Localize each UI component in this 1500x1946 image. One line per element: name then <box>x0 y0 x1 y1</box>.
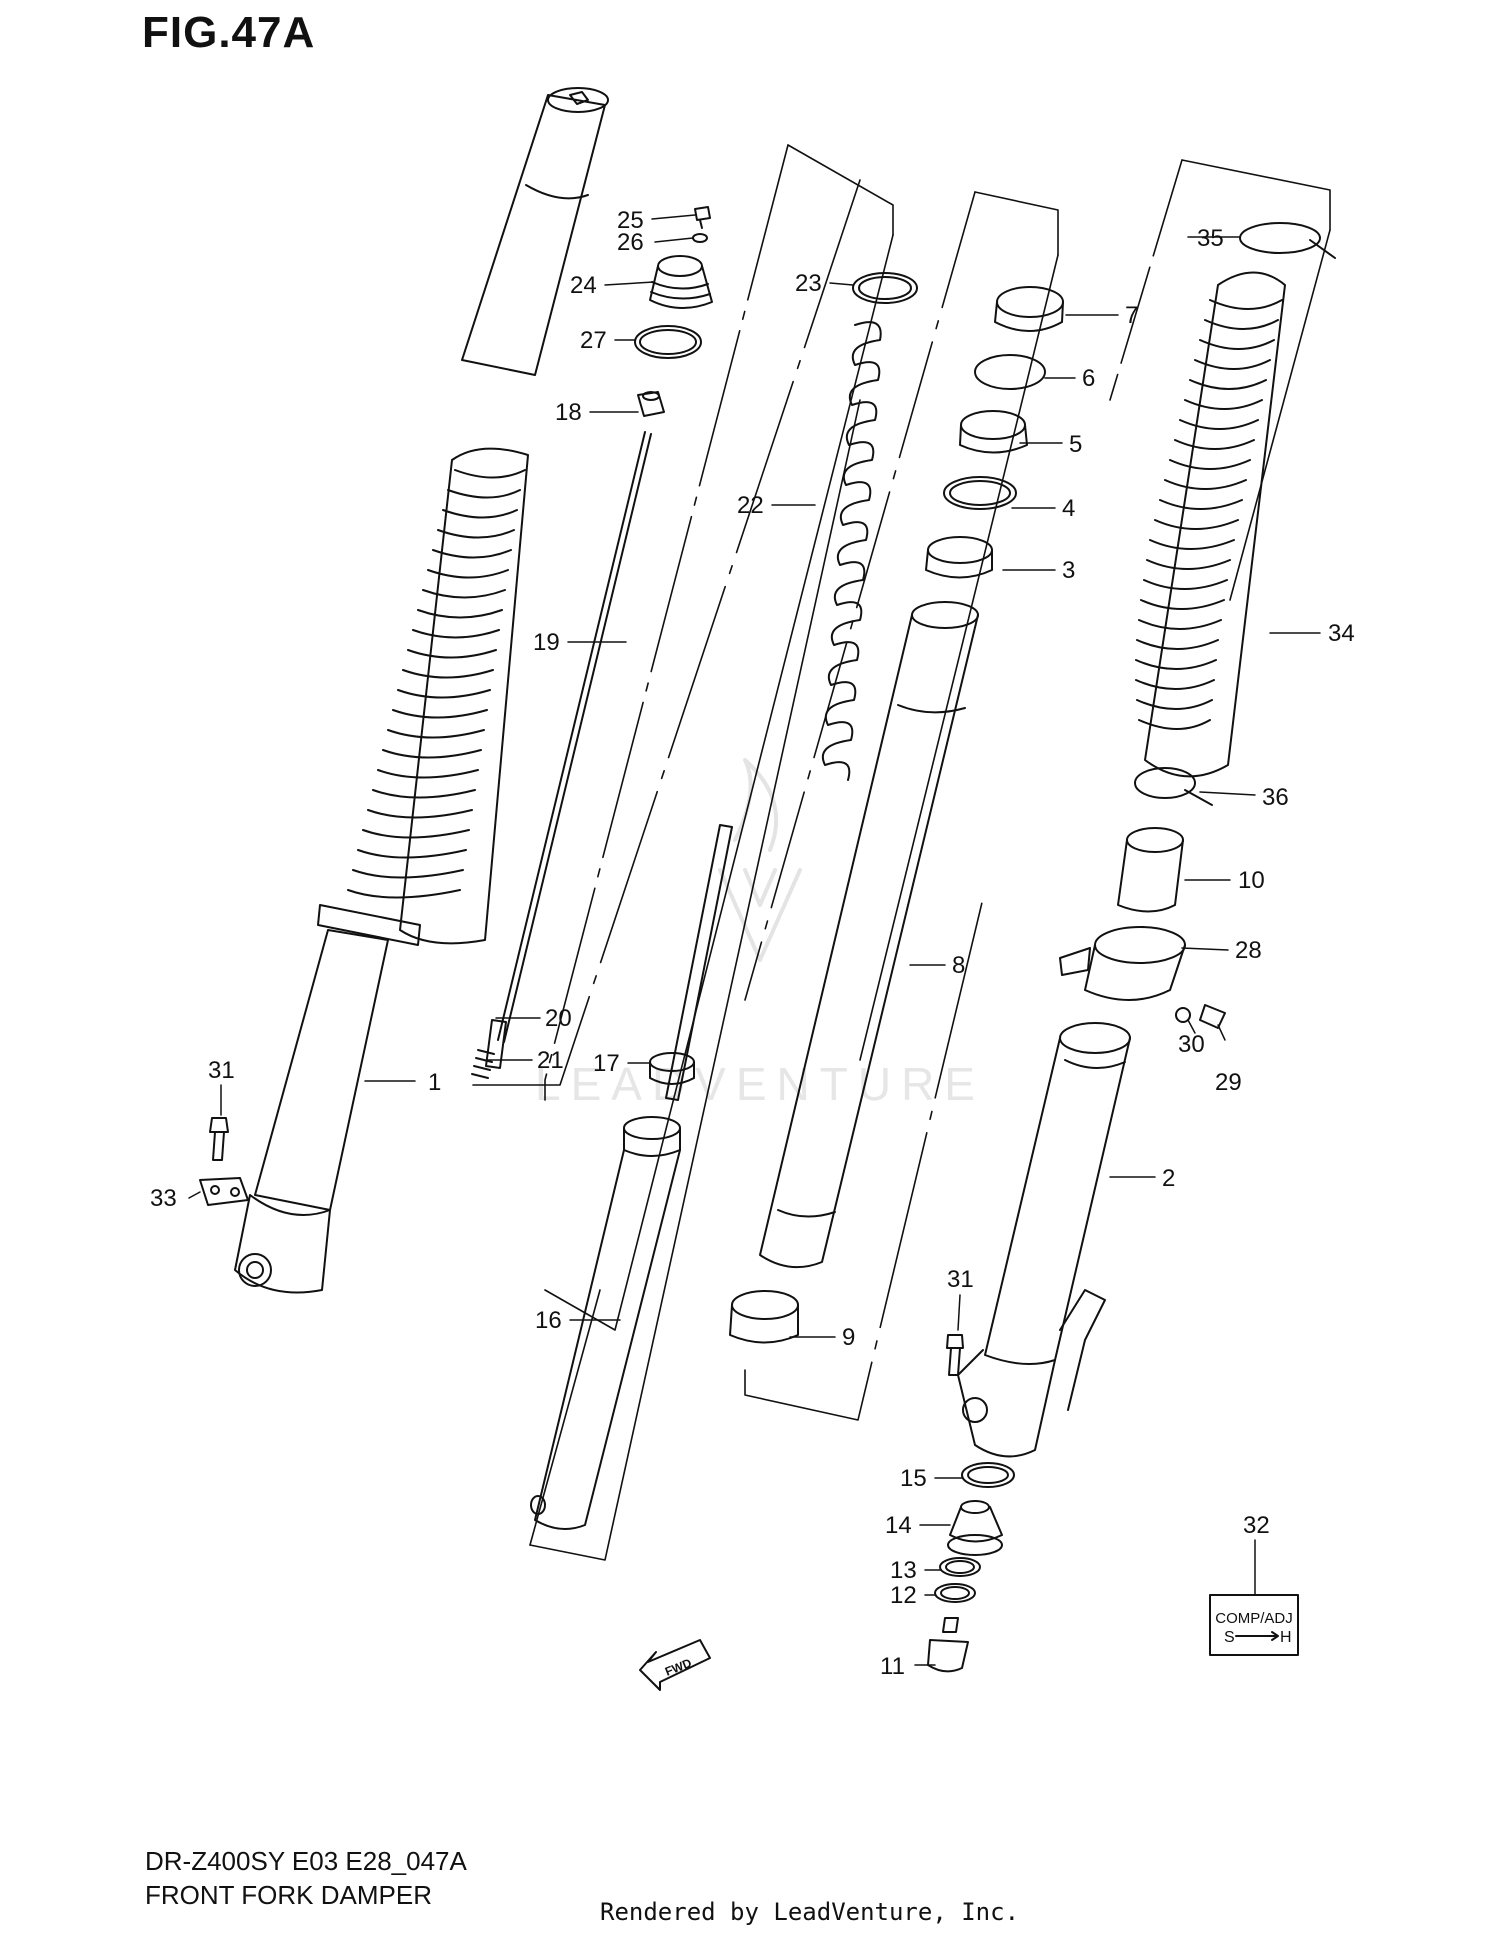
part-8-inner-tube <box>759 601 979 1269</box>
comp-adj-arrow <box>1235 1631 1279 1641</box>
callout-19: 19 <box>533 629 560 656</box>
part-13-washer <box>939 1557 981 1577</box>
part-36-clamp <box>1134 767 1213 806</box>
part-10-bushing <box>1117 827 1184 913</box>
callout-27: 27 <box>580 327 607 354</box>
callout-18: 18 <box>555 399 582 426</box>
callout-31-left: 31 <box>208 1057 235 1084</box>
part-18-nut <box>637 391 665 417</box>
callout-32: 32 <box>1243 1512 1270 1539</box>
callout-16: 16 <box>535 1307 562 1334</box>
callout-21: 21 <box>537 1047 564 1074</box>
callout-20: 20 <box>545 1005 572 1032</box>
callout-36: 36 <box>1262 784 1289 811</box>
callout-17: 17 <box>593 1050 620 1077</box>
group-outlines <box>472 144 1331 1561</box>
part-32-label <box>1209 1594 1299 1656</box>
callout-3: 3 <box>1062 557 1075 584</box>
rendered-by-credit: Rendered by LeadVenture, Inc. <box>600 1898 1020 1926</box>
callout-6: 6 <box>1082 365 1095 392</box>
part-6-clip <box>974 354 1046 390</box>
callout-5: 5 <box>1069 431 1082 458</box>
callout-14: 14 <box>885 1512 912 1539</box>
comp-adj-h: H <box>1280 1629 1292 1646</box>
part-31-bolt-left <box>209 1117 229 1161</box>
part-22-spring <box>821 321 882 781</box>
callout-11: 11 <box>880 1653 905 1680</box>
callout-13: 13 <box>890 1557 917 1584</box>
callout-1: 1 <box>428 1069 441 1096</box>
comp-adj-s: S <box>1224 1629 1235 1646</box>
part-9-slide-bushing <box>729 1290 799 1344</box>
callout-9: 9 <box>842 1324 855 1351</box>
comp-adj-label: COMP/ADJ <box>1215 1610 1293 1627</box>
part-27-o-ring <box>634 325 702 359</box>
model-code: DR-Z400SY E03 E28_047A <box>145 1846 467 1876</box>
part-30-washer <box>1175 1007 1191 1023</box>
part-28-bracket <box>1059 926 1186 1001</box>
part-16-cartridge <box>530 824 733 1530</box>
diagram-name: FRONT FORK DAMPER <box>145 1880 432 1910</box>
part-25-screw <box>694 206 711 229</box>
part-19-rod <box>497 431 652 1043</box>
callout-31-right: 31 <box>947 1266 974 1293</box>
part-21-spring <box>471 1049 495 1079</box>
callout-25: 25 <box>617 207 644 234</box>
figure-title: FIG.47A <box>142 8 316 57</box>
watermark-text: LEADVENTURE <box>535 1058 985 1110</box>
fwd-arrow-icon <box>639 1639 711 1691</box>
part-35-clamp <box>1239 222 1336 259</box>
part-12-washer <box>934 1583 976 1603</box>
callout-4: 4 <box>1062 495 1075 522</box>
part-29-screw <box>1199 1004 1226 1029</box>
part-2-outer-tube <box>957 1022 1131 1458</box>
part-23-washer <box>852 272 918 304</box>
callout-29: 29 <box>1215 1069 1242 1096</box>
callout-10: 10 <box>1238 867 1265 894</box>
part-14-valve <box>947 1500 1003 1556</box>
part-33-bracket <box>199 1177 249 1206</box>
part-26-o-ring <box>692 233 708 243</box>
callout-8: 8 <box>952 952 965 979</box>
part-31-bolt-right <box>946 1334 964 1376</box>
callout-34: 34 <box>1328 620 1355 647</box>
part-7-bushing <box>994 286 1064 332</box>
leader-lines <box>188 214 1321 1666</box>
callout-2: 2 <box>1162 1165 1175 1192</box>
callout-30: 30 <box>1178 1031 1205 1058</box>
part-34-fork-boot <box>1135 271 1286 778</box>
callout-24: 24 <box>570 272 597 299</box>
callout-7: 7 <box>1125 302 1138 329</box>
callout-23: 23 <box>795 270 822 297</box>
part-4-washer <box>943 476 1017 510</box>
part-1-fork-assembly <box>234 87 609 1294</box>
callout-28: 28 <box>1235 937 1262 964</box>
part-11-adjuster-bolt <box>927 1617 969 1673</box>
callout-12: 12 <box>890 1582 917 1609</box>
callout-26: 26 <box>617 229 644 256</box>
callout-22: 22 <box>737 492 764 519</box>
callout-33: 33 <box>150 1185 177 1212</box>
callout-35: 35 <box>1197 225 1224 252</box>
callout-15: 15 <box>900 1465 927 1492</box>
part-5-seal <box>959 410 1028 454</box>
part-15-o-ring <box>961 1462 1015 1488</box>
part-3-bushing <box>925 536 993 579</box>
part-20-adjuster <box>485 1019 507 1069</box>
part-24-cap <box>649 255 713 310</box>
leadventure-watermark <box>718 758 802 962</box>
